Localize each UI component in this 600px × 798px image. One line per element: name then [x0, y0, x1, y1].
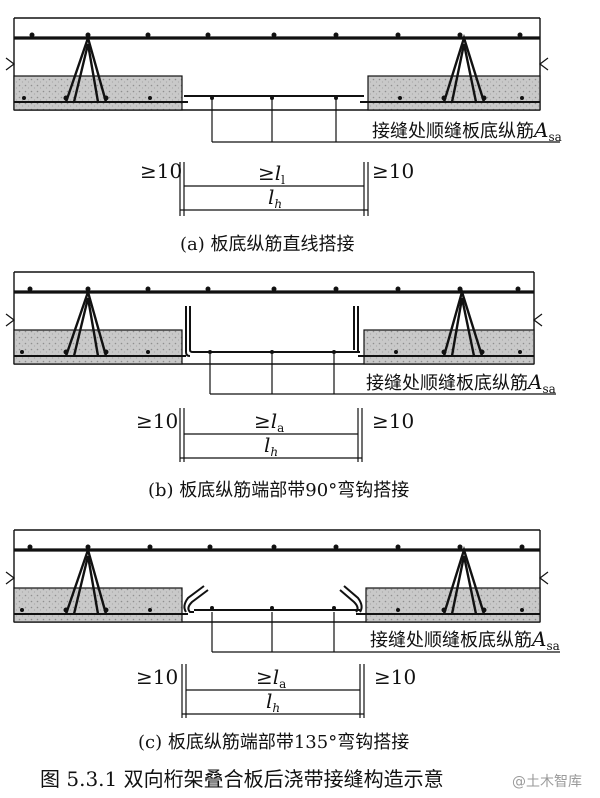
- truss-left: [64, 287, 108, 357]
- hook-135-left: [183, 585, 360, 613]
- precast-slab-left: [13, 587, 183, 623]
- hook-135-right: [339, 585, 363, 613]
- caption-a: (a) 板底纵筋直线搭接: [180, 234, 355, 255]
- truss-right: [442, 287, 484, 357]
- note-text: 接缝处顺缝板底纵筋Asa: [370, 627, 560, 653]
- ge-left-label: ≥10: [136, 409, 178, 433]
- leader-lines: [209, 354, 556, 395]
- note-text: 接缝处顺缝板底纵筋Asa: [372, 118, 562, 144]
- h-length-label: lh: [268, 185, 282, 211]
- lap-length-label: ≥ll: [258, 161, 285, 187]
- leader-lines: [211, 612, 560, 653]
- ge-right-label: ≥10: [374, 665, 416, 689]
- panel-b: 接缝处顺缝板底纵筋Asa ≥10 ≥10 ≥la lh (b) 板底纵筋端部带9…: [13, 271, 556, 501]
- ge-right-label: ≥10: [372, 159, 414, 183]
- ge-left-label: ≥10: [136, 665, 178, 689]
- truss-right: [442, 33, 486, 103]
- caption-b: (b) 板底纵筋端部带90°弯钩搭接: [148, 480, 409, 501]
- truss-right: [442, 545, 486, 615]
- ge-left-label: ≥10: [140, 159, 182, 183]
- h-length-label: lh: [264, 433, 278, 459]
- hook-90-left: [185, 306, 360, 357]
- h-length-label: lh: [266, 689, 280, 715]
- watermark: @土木智库: [512, 774, 582, 790]
- figure-title: 图 5.3.1 双向桁架叠合板后浇带接缝构造示意: [40, 767, 444, 791]
- lap-length-label: ≥la: [254, 409, 284, 435]
- ge-right-label: ≥10: [372, 409, 414, 433]
- bottom-bar-dots: [20, 606, 524, 613]
- precast-slab-left: [13, 75, 183, 111]
- lap-length-label: ≥la: [256, 665, 286, 691]
- truss-left: [64, 545, 108, 615]
- break-marks: [5, 57, 549, 585]
- dimension-lines: [181, 664, 365, 718]
- leader-lines: [211, 98, 560, 143]
- top-bar-dots: [27, 286, 521, 292]
- note-text: 接缝处顺缝板底纵筋Asa: [366, 370, 556, 396]
- panel-a: 接缝处顺缝板底纵筋Asa ≥10 ≥10 ≥ll lh (a) 板底纵筋直线搭接: [13, 17, 562, 255]
- top-bar-dots: [27, 544, 525, 550]
- dimension-lines: [179, 408, 363, 462]
- dimension-lines: [179, 162, 369, 216]
- panel-c: 接缝处顺缝板底纵筋Asa ≥10 ≥10 ≥la lh (c) 板底纵筋端部带1…: [13, 529, 560, 753]
- precast-slab-left: [13, 329, 183, 365]
- bottom-bar-dots: [20, 349, 522, 355]
- caption-c: (c) 板底纵筋端部带135°弯钩搭接: [138, 732, 409, 753]
- truss-left: [64, 33, 108, 103]
- hook-90-right: [353, 306, 359, 352]
